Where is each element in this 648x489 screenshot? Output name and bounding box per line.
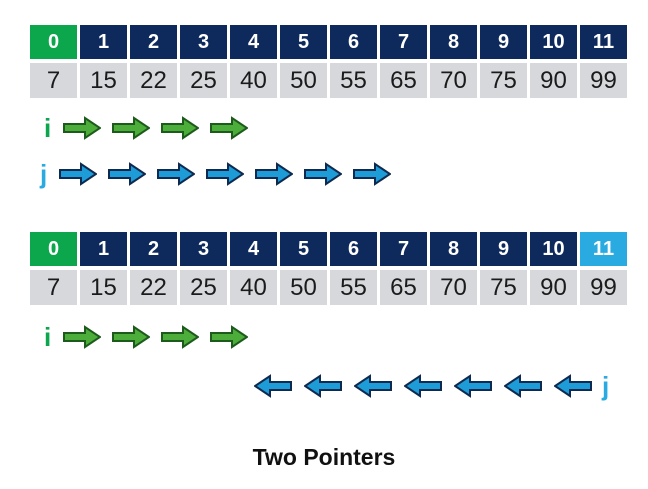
value-cell: 7 bbox=[30, 63, 77, 98]
left-arrow-icon bbox=[404, 374, 442, 398]
index-cell: 7 bbox=[380, 25, 427, 59]
index-cell: 9 bbox=[480, 25, 527, 59]
value-cell: 99 bbox=[580, 270, 627, 305]
right-arrow-icon bbox=[59, 162, 98, 186]
value-cell: 15 bbox=[80, 63, 127, 98]
value-cell: 50 bbox=[280, 270, 327, 305]
right-arrow-icon bbox=[206, 162, 245, 186]
value-cell: 50 bbox=[280, 63, 327, 98]
index-cell: 11 bbox=[580, 25, 627, 59]
right-arrow-icon bbox=[210, 116, 249, 140]
value-cell: 40 bbox=[230, 63, 277, 98]
left-arrow-icon bbox=[554, 374, 592, 398]
index-cell: 9 bbox=[480, 232, 527, 266]
right-arrow-icon bbox=[63, 325, 102, 349]
pointer-row-j-bottom: j bbox=[254, 371, 610, 401]
value-cell: 7 bbox=[30, 270, 77, 305]
index-cell: 0 bbox=[30, 232, 77, 266]
index-cell: 2 bbox=[130, 232, 177, 266]
value-cell: 75 bbox=[480, 270, 527, 305]
value-cell: 99 bbox=[580, 63, 627, 98]
value-cell: 75 bbox=[480, 63, 527, 98]
pointer-i-label: i bbox=[44, 322, 52, 352]
value-cell: 25 bbox=[180, 270, 227, 305]
index-cell: 10 bbox=[530, 232, 577, 266]
pointer-j-label: j bbox=[40, 159, 48, 189]
right-arrow-icon bbox=[112, 325, 151, 349]
value-cell: 25 bbox=[180, 63, 227, 98]
left-arrow-icon bbox=[304, 374, 342, 398]
index-cell: 5 bbox=[280, 232, 327, 266]
left-arrow-icon bbox=[454, 374, 492, 398]
index-cell: 10 bbox=[530, 25, 577, 59]
index-cell: 4 bbox=[230, 232, 277, 266]
value-cell: 22 bbox=[130, 63, 177, 98]
right-arrow-icon bbox=[255, 162, 294, 186]
right-arrow-icon bbox=[161, 325, 200, 349]
value-cell: 70 bbox=[430, 270, 477, 305]
right-arrow-icon bbox=[108, 162, 147, 186]
pointer-arrows bbox=[254, 374, 592, 398]
index-cell: 8 bbox=[430, 25, 477, 59]
index-cell: 1 bbox=[80, 25, 127, 59]
value-cell: 65 bbox=[380, 63, 427, 98]
value-cell: 70 bbox=[430, 63, 477, 98]
pointer-i-label: i bbox=[44, 113, 52, 143]
index-cell: 7 bbox=[380, 232, 427, 266]
pointer-arrows bbox=[63, 116, 249, 140]
left-arrow-icon bbox=[504, 374, 542, 398]
index-cell: 6 bbox=[330, 25, 377, 59]
value-cell: 55 bbox=[330, 270, 377, 305]
index-cell: 4 bbox=[230, 25, 277, 59]
right-arrow-icon bbox=[304, 162, 343, 186]
value-cell: 90 bbox=[530, 270, 577, 305]
pointer-row-j-top: j bbox=[40, 159, 392, 189]
value-cell: 65 bbox=[380, 270, 427, 305]
value-cell: 22 bbox=[130, 270, 177, 305]
index-cell: 11 bbox=[580, 232, 627, 266]
pointer-row-i-bottom: i bbox=[44, 322, 249, 352]
pointer-j-label: j bbox=[602, 371, 610, 401]
index-cell: 8 bbox=[430, 232, 477, 266]
value-cell: 40 bbox=[230, 270, 277, 305]
right-arrow-icon bbox=[353, 162, 392, 186]
right-arrow-icon bbox=[112, 116, 151, 140]
pointer-arrows bbox=[59, 162, 392, 186]
index-cell: 3 bbox=[180, 25, 227, 59]
right-arrow-icon bbox=[210, 325, 249, 349]
pointer-row-i-top: i bbox=[44, 113, 249, 143]
value-cell: 15 bbox=[80, 270, 127, 305]
right-arrow-icon bbox=[63, 116, 102, 140]
pointer-arrows bbox=[63, 325, 249, 349]
diagram-title: Two Pointers bbox=[252, 444, 396, 470]
right-arrow-icon bbox=[157, 162, 196, 186]
index-cell: 5 bbox=[280, 25, 327, 59]
index-cell: 1 bbox=[80, 232, 127, 266]
index-cell: 2 bbox=[130, 25, 177, 59]
left-arrow-icon bbox=[254, 374, 292, 398]
index-cell: 6 bbox=[330, 232, 377, 266]
value-cell: 90 bbox=[530, 63, 577, 98]
value-cell: 55 bbox=[330, 63, 377, 98]
right-arrow-icon bbox=[161, 116, 200, 140]
left-arrow-icon bbox=[354, 374, 392, 398]
index-cell: 0 bbox=[30, 25, 77, 59]
index-cell: 3 bbox=[180, 232, 227, 266]
